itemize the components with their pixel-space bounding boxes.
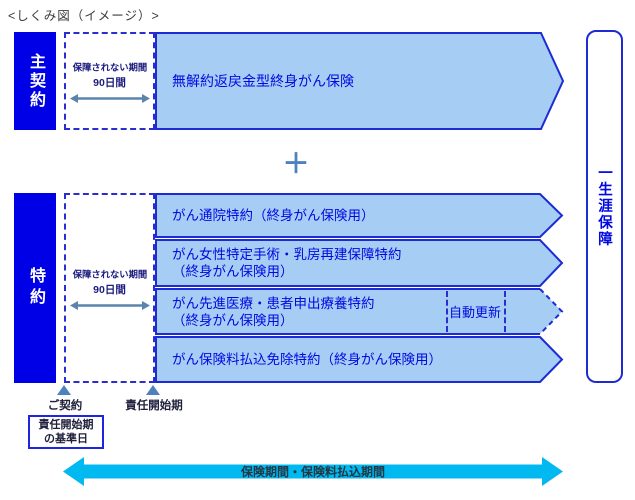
double-arrow-icon <box>69 93 150 103</box>
arrow-shape <box>155 336 564 383</box>
rider-row-premium-waiver: がん保険料払込免除特約（終身がん保険用） <box>155 336 565 383</box>
arrow-shape <box>155 193 564 238</box>
riders-not-covered-days: 90日間 <box>93 283 126 296</box>
auto-renew-divider-left <box>446 291 448 332</box>
rider-row-premium-waiver-label: がん保険料払込免除特約（終身がん保険用） <box>172 352 442 367</box>
arrow-shape <box>155 239 564 287</box>
main-contract-label: 主契約 <box>14 32 56 130</box>
riders-not-covered-period-box: 保障されない期間 90日間 <box>64 193 155 383</box>
contract-marker-triangle-icon <box>57 385 71 395</box>
rider-row-female-surgery-label: がん女性特定手術・乳房再建保障特約 （終身がん保険用） <box>172 247 402 279</box>
liability-base-date-box: 責任開始期 の基準日 <box>28 415 104 449</box>
main-not-covered-text: 保障されない期間 <box>72 62 147 73</box>
main-not-covered-days: 90日間 <box>93 76 126 89</box>
main-product-name: 無解約返戻金型終身がん保険 <box>172 72 354 89</box>
rider-row-advanced-medical-label: がん先進医療・患者申出療養特約 （終身がん保険用） <box>172 295 375 328</box>
contract-label: ご契約 <box>47 400 83 412</box>
double-arrow-shape <box>63 457 563 486</box>
arrow-shape-dashed-tip <box>155 288 564 335</box>
plus-sign: ＋ <box>282 149 310 179</box>
main-not-covered-period-box: 保障されない期間 90日間 <box>64 32 155 130</box>
auto-renew-divider-right <box>504 291 506 332</box>
insurance-period-arrow: 保険期間・保険料払込期間 <box>63 457 563 486</box>
rider-row-outpatient-label: がん通院特約（終身がん保険用） <box>172 208 375 223</box>
rider-row-outpatient: がん通院特約（終身がん保険用） <box>155 193 565 238</box>
rider-row-female-surgery: がん女性特定手術・乳房再建保障特約 （終身がん保険用） <box>155 239 565 287</box>
lifetime-coverage-box: 一生涯保障 <box>586 30 623 383</box>
main-product-arrow: 無解約返戻金型終身がん保険 <box>155 32 565 130</box>
diagram-title: <しくみ図（イメージ）> <box>8 9 160 23</box>
liability-start-label: 責任開始期 <box>125 400 183 412</box>
arrow-shape <box>155 32 565 130</box>
insurance-period-label: 保険期間・保険料払込期間 <box>240 465 385 479</box>
riders-label: 特約 <box>14 193 56 383</box>
liability-start-marker-triangle-icon <box>146 385 160 395</box>
rider-row-advanced-medical: がん先進医療・患者申出療養特約 （終身がん保険用） 自動更新 <box>155 288 565 335</box>
double-arrow-icon <box>69 300 150 310</box>
riders-not-covered-text: 保障されない期間 <box>72 269 147 280</box>
auto-renew-badge: 自動更新 <box>448 305 501 320</box>
